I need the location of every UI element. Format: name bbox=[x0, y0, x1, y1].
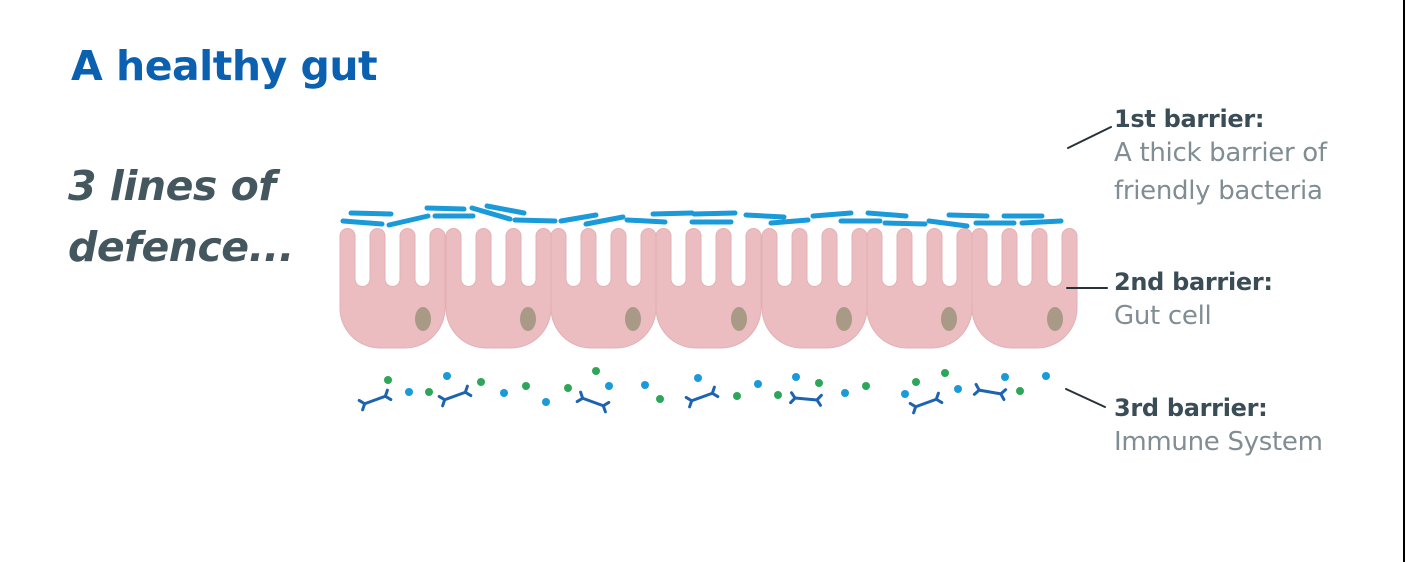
antibody-icon bbox=[357, 388, 393, 412]
bacteria-rod-icon bbox=[926, 218, 970, 229]
gut-cell-icon bbox=[655, 228, 762, 349]
immune-dot-icon bbox=[954, 385, 962, 393]
gut-cell-icon bbox=[445, 228, 552, 349]
gut-cell-icon bbox=[550, 228, 657, 349]
leader-lines bbox=[1065, 126, 1112, 408]
bacteria-rod-icon bbox=[743, 212, 787, 220]
bacteria-rod-icon bbox=[650, 210, 695, 217]
barrier-2-label: 2nd barrier: Gut cell bbox=[1114, 267, 1273, 335]
immune-dot-icon bbox=[592, 367, 600, 375]
immune-dot-icon bbox=[901, 390, 909, 398]
immune-dot-icon bbox=[1001, 373, 1009, 381]
immune-dot-icon bbox=[754, 380, 762, 388]
bacteria-rod-icon bbox=[882, 220, 928, 227]
nucleus-icon bbox=[731, 307, 747, 331]
bacteria-rod-icon bbox=[583, 214, 626, 227]
barrier-1-heading: 1st barrier: bbox=[1114, 105, 1265, 133]
gut-cell-icon bbox=[971, 228, 1078, 349]
leader-line-1 bbox=[1067, 126, 1112, 149]
nuclei bbox=[415, 307, 1063, 331]
immune-dot-icon bbox=[1042, 372, 1050, 380]
immune-dot-icon bbox=[912, 378, 920, 386]
antibody-icon bbox=[575, 390, 611, 414]
immune-cells-blue bbox=[405, 372, 1050, 406]
immune-dot-icon bbox=[425, 388, 433, 396]
bacteria-rod-icon bbox=[424, 205, 467, 212]
nucleus-icon bbox=[415, 307, 431, 331]
immune-dot-icon bbox=[656, 395, 664, 403]
immune-dot-icon bbox=[564, 384, 572, 392]
immune-cells-green bbox=[384, 367, 1024, 403]
subtitle-line-2: defence... bbox=[68, 223, 294, 271]
bacteria-rod-icon bbox=[340, 218, 385, 227]
barrier-3-label: 3rd barrier: Immune System bbox=[1114, 393, 1323, 461]
barrier-3-desc: Immune System bbox=[1114, 427, 1323, 457]
immune-dot-icon bbox=[641, 381, 649, 389]
subtitle: 3 lines of defence... bbox=[68, 156, 294, 278]
bacteria-rod-icon bbox=[558, 212, 599, 224]
immune-dot-icon bbox=[774, 391, 782, 399]
immune-dot-icon bbox=[815, 379, 823, 387]
bacteria-rod-icon bbox=[768, 217, 811, 226]
leader-line-3 bbox=[1065, 388, 1106, 408]
gut-cells bbox=[339, 228, 1078, 349]
immune-dot-icon bbox=[500, 389, 508, 397]
gut-cell-icon bbox=[339, 228, 446, 349]
nucleus-icon bbox=[836, 307, 852, 331]
antibody-icon bbox=[437, 384, 473, 408]
friendly-bacteria bbox=[340, 203, 1064, 229]
immune-dot-icon bbox=[792, 373, 800, 381]
antibody-icon bbox=[684, 385, 720, 409]
right-edge-border bbox=[1403, 0, 1405, 562]
bacteria-rod-icon bbox=[946, 212, 990, 219]
barrier-1-label: 1st barrier: A thick barrier of friendly… bbox=[1114, 104, 1327, 210]
immune-dot-icon bbox=[522, 382, 530, 390]
bacteria-rod-icon bbox=[348, 210, 394, 217]
barrier-1-desc-line-1: A thick barrier of bbox=[1114, 138, 1327, 168]
barrier-1-desc-line-2: friendly bacteria bbox=[1114, 176, 1323, 206]
antibody-icon bbox=[908, 391, 944, 415]
immune-dot-icon bbox=[443, 372, 451, 380]
immune-dot-icon bbox=[1016, 387, 1024, 395]
bacteria-rod-icon bbox=[810, 210, 854, 219]
nucleus-icon bbox=[941, 307, 957, 331]
antibodies bbox=[357, 382, 1008, 415]
barrier-2-heading: 2nd barrier: bbox=[1114, 268, 1273, 296]
nucleus-icon bbox=[625, 307, 641, 331]
bacteria-rod-icon bbox=[691, 210, 738, 217]
immune-dot-icon bbox=[694, 374, 702, 382]
immune-dot-icon bbox=[605, 382, 613, 390]
bacteria-rod-icon bbox=[624, 217, 668, 225]
subtitle-line-1: 3 lines of bbox=[68, 162, 276, 210]
immune-dot-icon bbox=[941, 369, 949, 377]
immune-dot-icon bbox=[477, 378, 485, 386]
barrier-3-heading: 3rd barrier: bbox=[1114, 394, 1268, 422]
bacteria-rod-icon bbox=[865, 210, 909, 219]
bacteria-rod-icon bbox=[469, 205, 513, 222]
nucleus-icon bbox=[520, 307, 536, 331]
immune-dot-icon bbox=[405, 388, 413, 396]
bacteria-rod-icon bbox=[1019, 218, 1064, 226]
immune-dot-icon bbox=[733, 392, 741, 400]
barrier-2-desc: Gut cell bbox=[1114, 301, 1212, 331]
bacteria-rod-icon bbox=[484, 203, 527, 216]
immune-dot-icon bbox=[384, 376, 392, 384]
antibody-icon bbox=[972, 382, 1008, 402]
nucleus-icon bbox=[1047, 307, 1063, 331]
bacteria-rod-icon bbox=[512, 217, 558, 224]
gut-cell-icon bbox=[866, 228, 973, 349]
immune-dot-icon bbox=[862, 382, 870, 390]
immune-dot-icon bbox=[841, 389, 849, 397]
page-title: A healthy gut bbox=[71, 42, 378, 90]
immune-dot-icon bbox=[542, 398, 550, 406]
gut-cell-icon bbox=[761, 228, 868, 349]
antibody-icon bbox=[789, 391, 823, 407]
bacteria-rod-icon bbox=[386, 213, 431, 228]
